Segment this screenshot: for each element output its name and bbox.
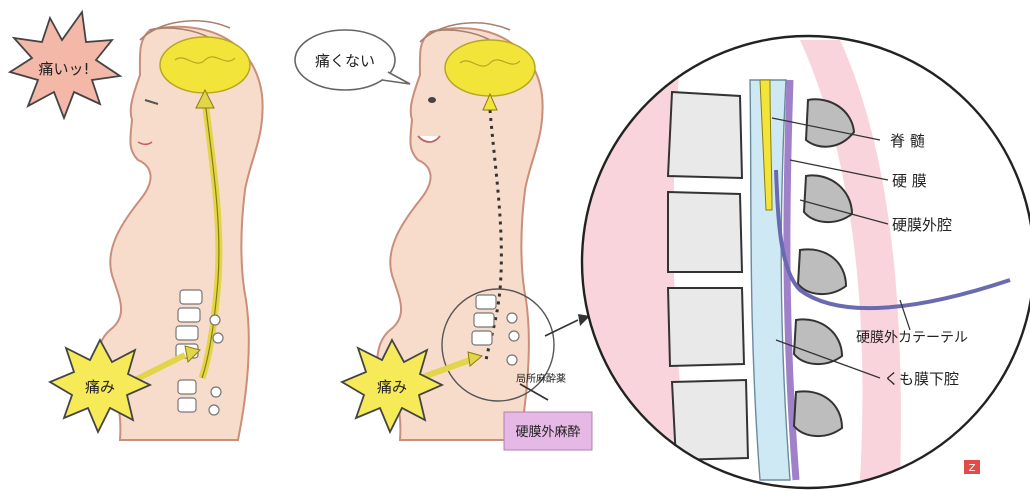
- label-subarachnoid-space: くも膜下腔: [884, 370, 959, 388]
- epidural-box: 硬膜外麻酔: [504, 412, 592, 450]
- label-epidural-catheter: 硬膜外カテーテル: [856, 330, 968, 346]
- label-spinal-cord: 脊 髄: [890, 132, 925, 150]
- label-epidural-space: 硬膜外腔: [892, 216, 952, 234]
- speech-bubble-text: 痛くない: [315, 52, 375, 70]
- speech-bubble: 痛くない: [295, 30, 410, 90]
- left-brain: [160, 37, 250, 93]
- corner-logo-text: Z: [969, 463, 976, 474]
- left-burst: 痛いッ!: [10, 12, 120, 118]
- middle-eye: [428, 97, 436, 103]
- label-dura: 硬 膜: [892, 172, 927, 190]
- epidural-box-text: 硬膜外麻酔: [515, 425, 580, 440]
- left-pain-text: 痛み: [85, 378, 115, 396]
- zoom-view: 脊 髄 硬 膜 硬膜外腔 硬膜外カテーテル くも膜下腔: [580, 36, 1030, 488]
- corner-logo: Z: [964, 460, 980, 474]
- middle-brain: [445, 40, 535, 96]
- local-anesthetic-label: 局所麻酔薬: [516, 372, 566, 385]
- left-burst-text: 痛いッ!: [38, 60, 89, 78]
- middle-pain-text: 痛み: [377, 378, 407, 396]
